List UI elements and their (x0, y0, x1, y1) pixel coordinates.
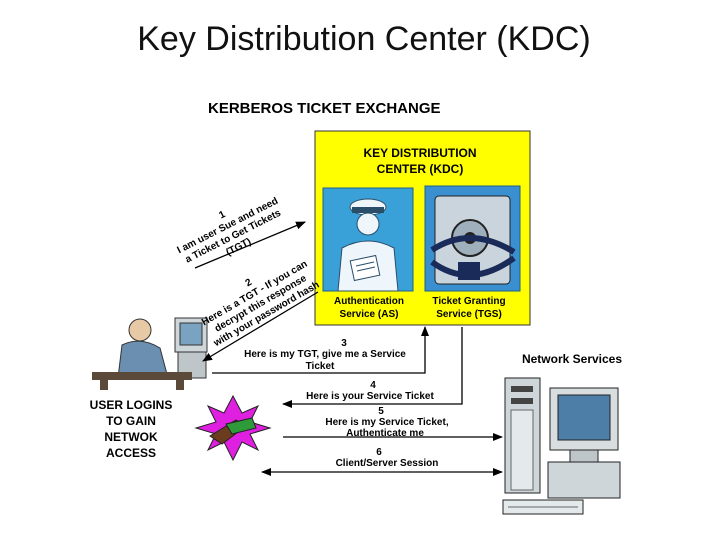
user-label-line1: USER LOGINS (90, 398, 173, 412)
step6-line1: Client/Server Session (336, 458, 439, 469)
step2-label: 2 Here is a TGT - If you can decrypt thi… (200, 259, 321, 350)
tgs-label-line2: Service (TGS) (436, 309, 502, 320)
diagram-heading: KERBEROS TICKET EXCHANGE (208, 100, 441, 117)
as-label-line2: Service (AS) (340, 309, 399, 320)
ticket-granting-service-icon (424, 185, 521, 292)
step1-label: 1 I am user Sue and need a Ticket to Get… (176, 196, 284, 266)
step1-number: 1 (217, 209, 227, 222)
kdc-title-line1: KEY DISTRIBUTION (363, 146, 476, 160)
tgs-label-line1: Ticket Granting (432, 296, 505, 307)
step3-line1: Here is my TGT, give me a Service (244, 349, 406, 360)
step4-number: 4 (370, 380, 376, 391)
as-label-line1: Authentication (334, 296, 404, 307)
handshake-starburst-icon (194, 394, 272, 462)
authentication-service-icon (322, 187, 414, 292)
arrow-step2 (202, 291, 319, 362)
step5-number: 5 (378, 406, 384, 417)
arrow-step4 (282, 327, 463, 408)
step5-line1: Here is my Service Ticket, (325, 417, 448, 428)
user-label-line4: ACCESS (106, 446, 156, 460)
step3-line2: Ticket (306, 361, 335, 372)
step2-number: 2 (244, 277, 255, 290)
server-computer-icon (502, 377, 621, 515)
step6-number: 6 (376, 447, 382, 458)
slide-title: Key Distribution Center (KDC) (137, 20, 591, 58)
user-at-computer-icon (92, 317, 208, 390)
arrow-step3 (212, 326, 429, 374)
step5-line2: Authenticate me (346, 428, 424, 439)
user-label-line3: NETWOK (104, 430, 158, 444)
arrow-step1 (194, 221, 306, 269)
network-services-label: Network Services (522, 352, 622, 366)
kdc-title-line2: CENTER (KDC) (377, 162, 464, 176)
step3-number: 3 (341, 338, 347, 349)
step4-line1: Here is your Service Ticket (306, 391, 434, 402)
user-label-line2: TO GAIN (106, 414, 156, 428)
